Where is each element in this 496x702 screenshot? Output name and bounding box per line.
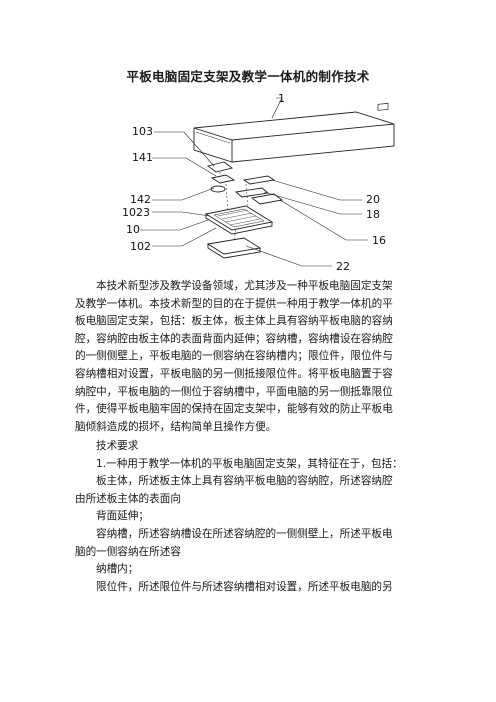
label-103: 103 [132, 125, 153, 138]
abstract-line: 纳腔中，平板电脑的一侧位于容纳槽中，平面电脑的另一侧抵靠限位 [75, 385, 393, 398]
abstract-line: 容纳槽相对设置，平板电脑的另一侧抵接限位件。将平板电脑置于容 [75, 367, 393, 380]
patent-drawing: 1 103 141 142 1023 10 102 20 18 16 22 [96, 88, 396, 276]
claims-line: 背面延伸； [96, 510, 149, 523]
abstract-line: 及教学一体机。本技术新型的目的在于提供一种用于教学一体机的平 [75, 297, 393, 310]
part-141 [210, 174, 236, 184]
abstract-line: 脑倾斜造成的损坏，结构简单且操作方便。 [75, 420, 277, 433]
housing-side [231, 124, 395, 163]
label-1: 1 [278, 92, 285, 105]
part-20 [242, 175, 276, 185]
label-10: 10 [126, 223, 140, 236]
housing-front [193, 128, 233, 163]
claims-line: 板主体，所述板主体上具有容纳平板电脑的容纳腔，所述容纳腔 [96, 475, 393, 488]
panel-10 [204, 205, 274, 231]
abstract-line: 板电脑固定支架，包括：板主体，板主体上具有容纳平板电脑的容纳 [75, 315, 393, 328]
claims-line: 容纳槽，所述容纳槽设在所述容纳腔的一侧侧壁上，所述平板电 [96, 527, 393, 540]
claims: 技术要求 1.一种用于教学一体机的平板电脑固定支架，其特征在于，包括： 板主体，… [75, 438, 433, 596]
label-141: 141 [132, 151, 153, 164]
label-22: 22 [336, 260, 350, 273]
claims-line: 由所述板主体的表面向 [75, 492, 181, 505]
claims-line: 1.一种用于教学一体机的平板电脑固定支架，其特征在于，包括： [96, 457, 403, 470]
abstract-line: 腔，容纳腔由板主体的表面背面内延伸；容纳槽，容纳槽设在容纳腔 [75, 332, 393, 345]
label-16: 16 [372, 234, 386, 247]
exploded-view-diagram: 1 103 141 142 1023 10 102 20 18 16 22 [122, 92, 395, 273]
document-title: 平板电脑固定支架及教学一体机的制作技术 [126, 69, 370, 84]
abstract: 本技术新型涉及教学设备领域，尤其涉及一种平板电脑固定支架 及教学一体机。本技术新… [75, 278, 433, 436]
abstract-line: 本技术新型涉及教学设备领域，尤其涉及一种平板电脑固定支架 [96, 280, 393, 292]
housing-top [193, 111, 395, 141]
plate-22 [206, 237, 262, 255]
label-142: 142 [130, 193, 151, 206]
label-18: 18 [366, 208, 380, 221]
claims-line: 纳槽内； [96, 563, 139, 576]
label-1023: 1023 [122, 206, 150, 219]
part-16 [250, 193, 284, 205]
claims-line: 脑的一侧容纳在所述容 [75, 545, 181, 558]
claims-line: 限位件，所述限位件与所述容纳槽相对设置，所述平板电脑的另 [96, 580, 393, 593]
label-20: 20 [366, 193, 380, 206]
abstract-line: 件，使得平板电脑牢固的保持在固定支架中，能够有效的防止平板电 [75, 403, 393, 416]
claims-heading: 技术要求 [96, 440, 139, 452]
abstract-line: 的一侧侧壁上，平板电脑的一侧容纳在容纳槽内；限位件，限位件与 [75, 350, 393, 363]
part-103 [206, 161, 234, 173]
label-102: 102 [130, 240, 151, 253]
